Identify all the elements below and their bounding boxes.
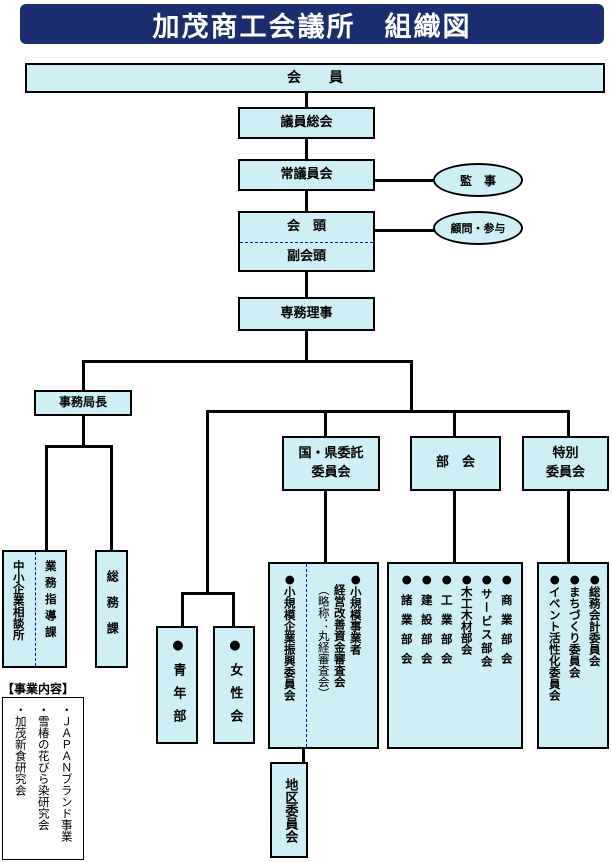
gov-committee-label-1: 国・県委託 [298,445,364,461]
sme-consult-label: 中小企業相談所 [11,560,26,641]
special-committee-label-2: 委員会 [545,464,585,480]
business-content-box: ・ＪＡＰＡＮブランド事業 ・雪椿の花びら染研究会 ・加茂新食研究会 [2,697,84,860]
special-committee-box: 特別 委員会 [522,436,609,491]
gov-committee-label-2: 委員会 [311,464,351,480]
president-divider [240,242,373,243]
gov-list-item-2: 経営改善資金審査会 [332,584,347,688]
general-assembly-label: 議員総会 [280,114,333,130]
special-committee-label-1: 特別 [552,445,579,461]
special-item-3: ●イベント活性化委員会 [547,572,562,701]
division-item-1: ●商業部会 [499,572,514,672]
special-committee-list-box: ●総務会計委員会 ●まちづくり委員会 ●イベント活性化委員会 [537,562,609,749]
page-title: 加茂商工会議所 組織図 [20,4,604,44]
auditor-label: 監 事 [459,173,496,188]
youth-label: ●青年部 [170,638,186,732]
division-item-5: ●建設部会 [419,572,434,672]
district-committee-box: 地区委員会 [270,762,308,858]
advisor-label: 顧問・参与 [450,222,506,235]
gov-list-item-4: ●小規模企業振興委員会 [282,572,297,701]
women-label: ●女性会 [227,638,243,732]
president-box: 会 頭 副会頭 [238,211,375,272]
business-guidance-label: 業務指導課 [43,560,58,643]
members-label: 会 員 [287,69,343,86]
business-item-1: ・ＪＡＰＡＮブランド事業 [59,704,74,842]
divisions-box: 部 会 [410,436,501,491]
divisions-label: 部 会 [435,455,475,471]
gov-list-divider [306,564,307,747]
district-committee-label: 地区委員会 [282,777,298,843]
advisor-oval: 顧問・参与 [433,211,523,245]
women-box: ●女性会 [213,626,255,744]
division-item-6: ●諸業部会 [399,572,414,672]
general-assembly-box: 議員総会 [238,107,375,139]
youth-box: ●青年部 [156,626,198,744]
gov-committee-list-box: ●小規模事業者 経営改善資金審査会 （略称：丸経審査会） ●小規模企業振興委員会 [268,562,379,749]
gov-committee-box: 国・県委託 委員会 [282,436,380,491]
secretary-general-label: 事務局長 [58,395,107,410]
divisions-list-box: ●商業部会 ●サービス部会 ●木工木材部会 ●工業部会 ●建設部会 ●諸業部会 [387,562,523,749]
vice-president-label: 副会頭 [286,248,326,264]
special-item-2: ●まちづくり委員会 [567,572,582,678]
auditor-oval: 監 事 [433,163,523,197]
division-item-4: ●工業部会 [439,572,454,672]
standing-council-label: 常議員会 [280,166,333,182]
special-item-1: ●総務会計委員会 [587,572,602,667]
gov-list-item-3: （略称：丸経審査会） [316,584,331,699]
business-item-2: ・雪椿の花びら染研究会 [36,704,51,831]
president-label: 会 頭 [286,219,326,235]
business-content-heading: 【事業内容】 [2,682,75,696]
managing-director-box: 専務理事 [238,297,375,331]
sme-consult-divider [35,552,36,666]
managing-director-label: 専務理事 [280,305,333,321]
division-item-3: ●木工木材部会 [459,572,474,655]
general-affairs-label: 総務課 [105,570,120,648]
general-affairs-box: 総務課 [95,550,128,668]
business-item-3: ・加茂新食研究会 [13,704,28,796]
standing-council-box: 常議員会 [238,159,375,191]
division-item-2: ●サービス部会 [479,572,494,669]
gov-list-item-1: ●小規模事業者 [348,572,363,655]
secretary-general-box: 事務局長 [34,390,132,416]
sme-consult-box: 中小企業相談所 業務指導課 [2,550,67,668]
members-box: 会 員 [25,63,605,93]
